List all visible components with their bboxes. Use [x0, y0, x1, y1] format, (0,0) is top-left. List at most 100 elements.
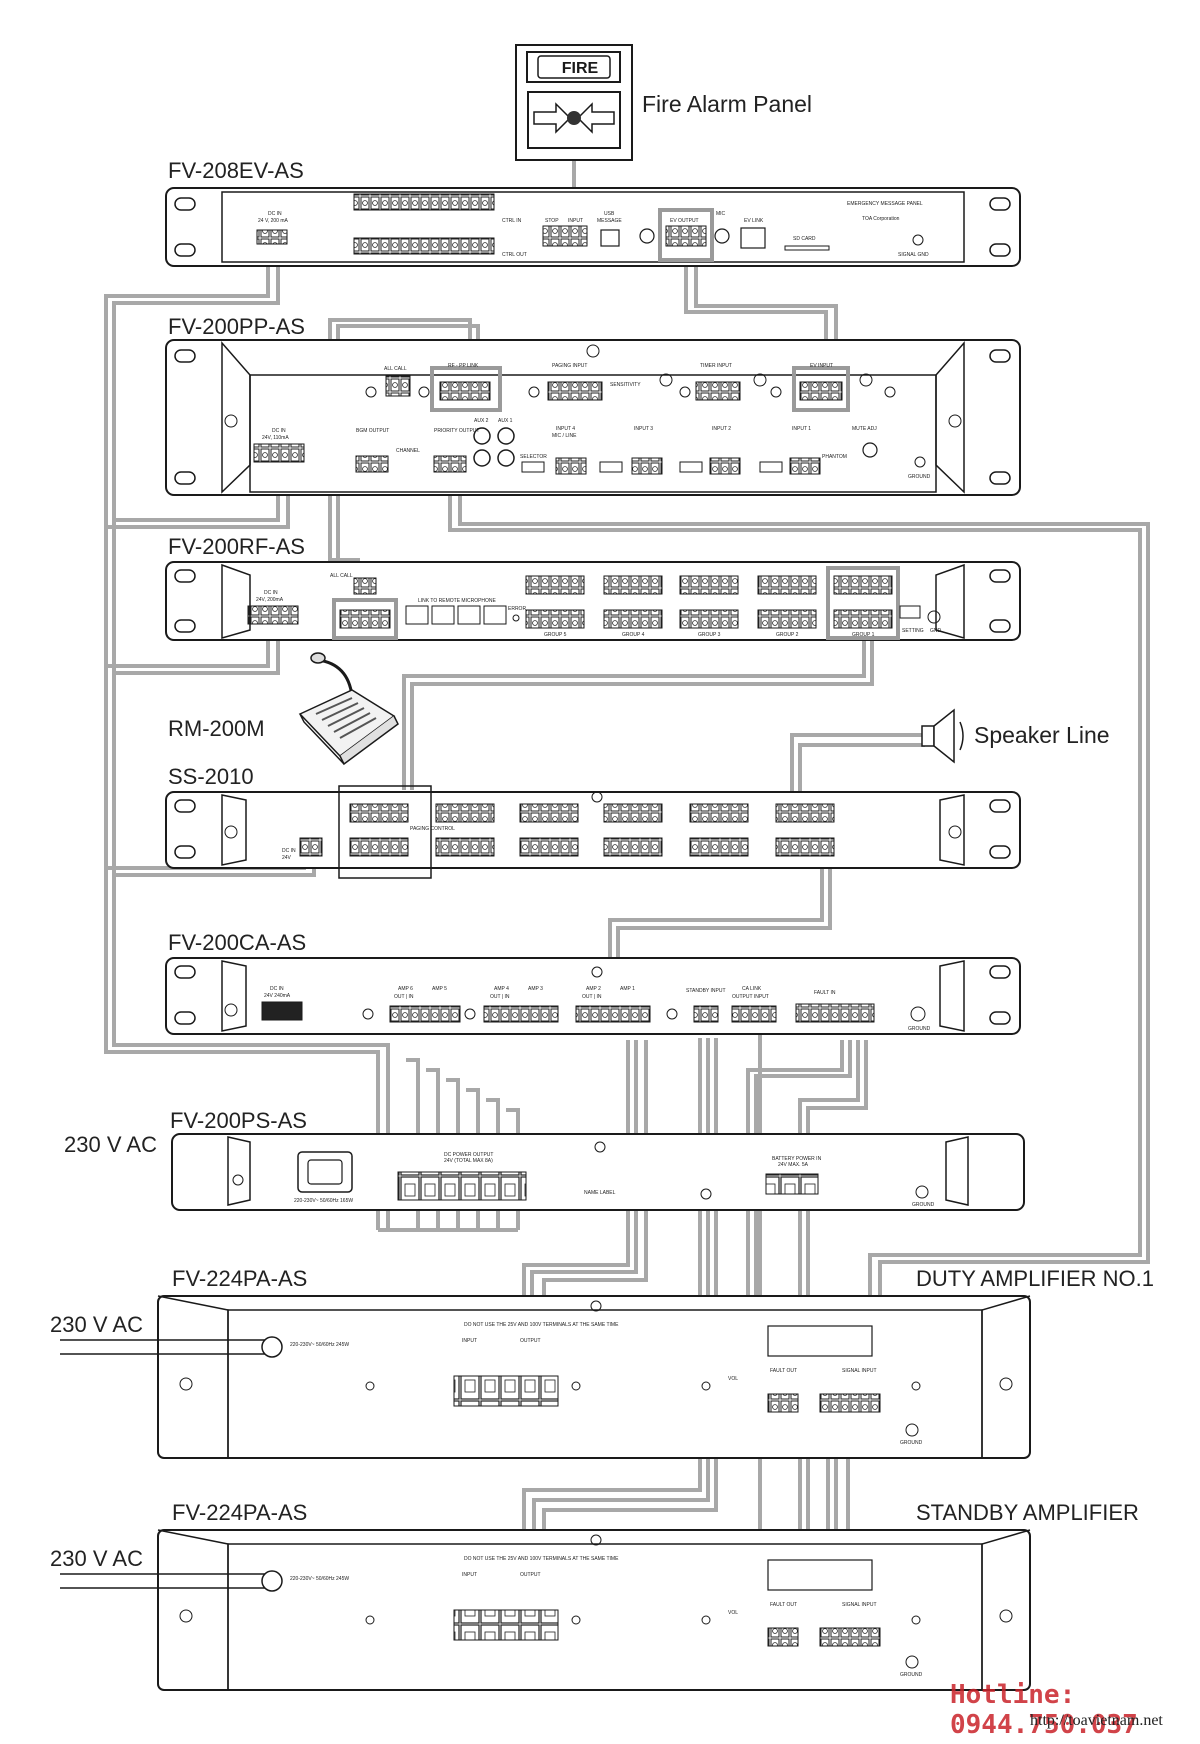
- ev-message: MESSAGE: [597, 218, 622, 224]
- pa2-signal-terminal: [819, 1627, 881, 1647]
- ca-ground: GROUND: [908, 1026, 931, 1032]
- ev-mic: MIC: [716, 211, 726, 217]
- ss-dc-in: DC IN: [282, 848, 296, 854]
- label-fv-224pa-duty: FV-224PA-AS: [172, 1266, 308, 1291]
- ev-ctrl-out: CTRL OUT: [502, 252, 527, 258]
- pa2-fault-out: FAULT OUT: [770, 1602, 797, 1608]
- pp-all-call: ALL CALL: [384, 366, 407, 372]
- ac-inlet-icon: [297, 1151, 353, 1193]
- wire-rf-to-ss-2: [410, 640, 874, 790]
- rf-group3: GROUP 3: [698, 632, 721, 638]
- ca-dc-terminal: [261, 1001, 303, 1021]
- wire-speaker-line-2: [798, 743, 925, 806]
- sd-slot-icon: [784, 245, 830, 251]
- ps-battery-terminal: [765, 1173, 819, 1195]
- pa1-input: INPUT: [462, 1338, 477, 1344]
- ps-name-label: NAME LABEL: [584, 1190, 616, 1196]
- label-standby-amplifier: STANDBY AMPLIFIER: [916, 1500, 1139, 1525]
- pp-paging: PAGING INPUT: [552, 363, 587, 369]
- wire-power-bus-1: [104, 240, 380, 1230]
- pp-sensitivity: SENSITIVITY: [610, 382, 641, 388]
- ground-screw-icon: [915, 1185, 929, 1199]
- ca-out-in-1: OUT | IN: [394, 994, 414, 1000]
- rf-setting: SETTING: [902, 628, 924, 634]
- ca-amp1: AMP 1: [620, 986, 635, 992]
- ps-dc-spec: 24V (TOTAL MAX 8A): [444, 1158, 493, 1164]
- pp-phantom: PHANTOM: [822, 454, 847, 460]
- rf-group2: GROUP 2: [776, 632, 799, 638]
- pa1-vol: VOL: [728, 1376, 738, 1382]
- pp-dc-terminal: [253, 443, 305, 463]
- ss-dc-spec: 24V: [282, 855, 292, 861]
- wire-fault-2: [754, 1040, 852, 1380]
- wire-rf-to-ss: [402, 640, 866, 790]
- ev-ctrl-in: CTRL IN: [502, 218, 522, 224]
- ac-cable-icon: [60, 1339, 270, 1355]
- pp-priority: PRIORITY OUTPUT: [434, 428, 479, 434]
- device-ss-2010: DC IN 24V PAGING CONTROL: [165, 785, 1021, 879]
- pp-all-call-terminal: [385, 375, 411, 397]
- ground-screw-icon: [905, 1655, 919, 1669]
- ev-model-tag: EMERGENCY MESSAGE PANEL: [847, 201, 923, 207]
- pa2-output: OUTPUT: [520, 1572, 541, 1578]
- label-fire-alarm-panel: Fire Alarm Panel: [642, 91, 813, 117]
- wire-pp-priority: [448, 480, 1142, 1395]
- ca-standby: STANDBY INPUT: [686, 988, 726, 994]
- label-fv-200rf: FV-200RF-AS: [168, 534, 305, 559]
- ps-ground: GROUND: [912, 1202, 935, 1208]
- rf-group4: GROUP 4: [622, 632, 645, 638]
- speaker-icon: [921, 708, 964, 764]
- pp-mute-adj: MUTE ADJ: [852, 426, 877, 432]
- rm-200m-microphone: [298, 652, 399, 766]
- pp-dc-spec: 24V, 110mA: [262, 435, 289, 441]
- ev-stop: STOP: [545, 218, 559, 224]
- pa2-fault-terminal: [767, 1627, 799, 1647]
- rf-gnd: GND: [930, 628, 942, 634]
- ev-stop-input-terminal: [542, 225, 588, 247]
- rf-link-remote: LINK TO REMOTE MICROPHONE: [418, 598, 497, 604]
- website-url: http://toavietnam.net: [1030, 1712, 1163, 1729]
- ca-amp2: AMP 2: [586, 986, 601, 992]
- ev-input: INPUT: [568, 218, 583, 224]
- fire-button-label: FIRE: [562, 60, 599, 77]
- pa2-ground: GROUND: [900, 1672, 923, 1678]
- device-fv-200rf: DC IN 24V, 200mA ALL CALL LINK TO REMOTE…: [165, 561, 1021, 641]
- usb-port-icon: [600, 229, 620, 247]
- ev-usb: USB: [604, 211, 615, 217]
- ca-out-in-2: OUT | IN: [490, 994, 510, 1000]
- rf-dc-spec: 24V, 200mA: [256, 597, 284, 603]
- label-ac-pa-duty: 230 V AC: [50, 1312, 143, 1337]
- alarm-button-icon: [567, 111, 581, 125]
- arrow-right-icon: [533, 102, 572, 134]
- ev-output-terminal: [665, 225, 707, 247]
- pp-bgm-terminal: [355, 455, 389, 473]
- ca-dc-spec: 24V 240mA: [264, 993, 291, 999]
- pa1-signal-terminal: [819, 1393, 881, 1413]
- rj45-port-icon: [405, 605, 429, 625]
- device-fv-224pa-duty: 220-230V~ 50/60Hz 245W DO NOT USE THE 25…: [60, 1295, 1031, 1459]
- ca-out-in-3: OUT | IN: [582, 994, 602, 1000]
- label-fv-200pp: FV-200PP-AS: [168, 314, 305, 339]
- device-fv-200ca: DC IN 24V 240mA AMP 6 AMP 5 OUT | IN AMP…: [165, 957, 1021, 1035]
- ground-screw-icon: [914, 456, 926, 468]
- pp-ev-input: EV INPUT: [810, 363, 833, 369]
- ev-output-label: EV OUTPUT: [670, 218, 699, 224]
- pp-timer-terminal: [695, 381, 741, 401]
- pa2-signal-input: SIGNAL INPUT: [842, 1602, 877, 1608]
- ca-fault-in: FAULT IN: [814, 990, 836, 996]
- device-fv-208ev: DC IN 24 V, 200 mA CTRL IN CTRL OUT STOP…: [165, 187, 1021, 267]
- arrow-left-icon: [576, 102, 615, 134]
- ps-battery: BATTERY POWER IN: [772, 1156, 822, 1162]
- label-ss-2010: SS-2010: [168, 764, 254, 789]
- wire-power-rf-2: [114, 628, 280, 675]
- pp-selector: SELECTOR: [520, 454, 547, 460]
- ground-screw-icon: [910, 1006, 926, 1022]
- hotline-watermark: Hotline: 0944.750.037: [950, 1680, 1138, 1740]
- ps-battery-spec: 24V MAX. 5A: [778, 1162, 809, 1168]
- rf-link-terminal: [339, 609, 391, 629]
- wire-pp-priority-2: [458, 480, 1150, 1395]
- ev-dc-spec: 24 V, 200 mA: [258, 218, 289, 224]
- ca-amp6: AMP 6: [398, 986, 413, 992]
- pp-rf-link-terminal: [439, 381, 491, 401]
